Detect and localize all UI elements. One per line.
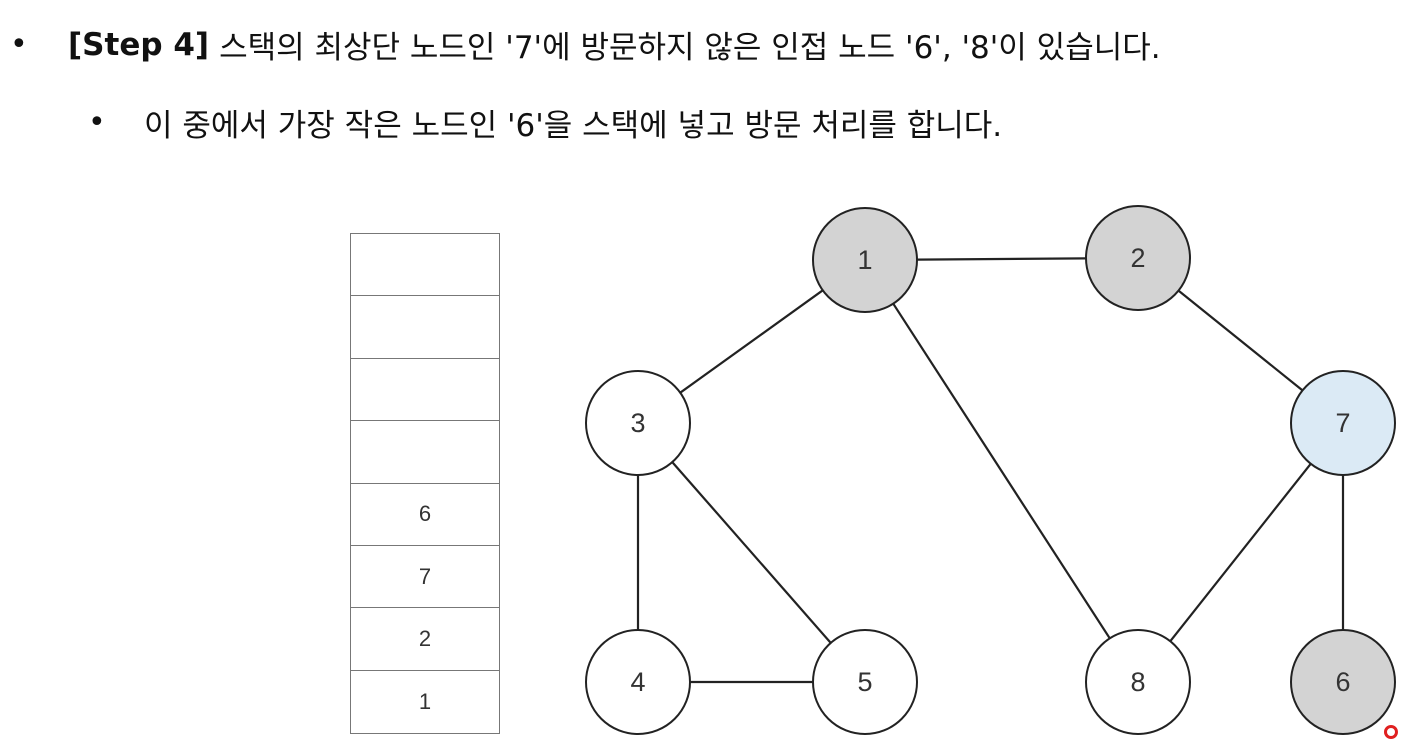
stack-cell: 7 <box>351 546 499 609</box>
node-circle <box>585 629 691 735</box>
step-label: [Step 4] <box>68 26 210 63</box>
stack-cell: 2 <box>351 608 499 671</box>
node-8: 8 <box>1085 629 1191 735</box>
node-4: 4 <box>585 629 691 735</box>
node-label: 2 <box>1130 243 1145 273</box>
edge-7-8 <box>1169 463 1312 642</box>
node-circle <box>1085 629 1191 735</box>
node-label: 3 <box>630 408 645 438</box>
node-label: 5 <box>857 667 872 697</box>
node-label: 8 <box>1130 667 1145 697</box>
edge-3-5 <box>671 461 832 644</box>
step-text: 스택의 최상단 노드인 '7'에 방문하지 않은 인접 노드 '6', '8'이… <box>219 30 1161 66</box>
edge-1-8 <box>892 303 1111 639</box>
bullet-dot: • <box>10 27 28 62</box>
node-label: 4 <box>630 667 645 697</box>
graph-edges <box>636 257 1345 684</box>
stack-cell <box>351 296 499 359</box>
node-label: 7 <box>1335 408 1350 438</box>
node-circle <box>585 370 691 476</box>
sub-bullet: • 이 중에서 가장 작은 노드인 '6'을 스택에 넣고 방문 처리를 합니다… <box>88 100 1002 145</box>
stack-cell: 6 <box>351 484 499 546</box>
edge-1-3 <box>679 289 824 394</box>
node-label: 1 <box>857 245 872 275</box>
node-1: 1 <box>812 207 918 313</box>
node-3: 3 <box>585 370 691 476</box>
bullet-dot: • <box>88 105 106 140</box>
node-2: 2 <box>1085 205 1191 311</box>
node-7: 7 <box>1290 370 1396 476</box>
edge-2-7 <box>1177 289 1304 392</box>
stack-cell <box>351 234 499 297</box>
node-5: 5 <box>812 629 918 735</box>
stack-cell: 1 <box>418 688 432 714</box>
node-circle <box>812 207 918 313</box>
node-6: 6 <box>1290 629 1396 735</box>
graph-nodes: 1 2 3 4 5 6 7 8 <box>585 205 1396 735</box>
edge-1-2 <box>916 257 1087 261</box>
node-circle <box>1085 205 1191 311</box>
node-circle <box>1290 370 1396 476</box>
node-circle <box>1290 629 1396 735</box>
stack-cell <box>351 421 499 484</box>
step-bullet: • [Step 4] 스택의 최상단 노드인 '7'에 방문하지 않은 인접 노… <box>10 22 1161 67</box>
node-circle <box>812 629 918 735</box>
stack-cell <box>351 359 499 422</box>
cursor-indicator <box>1384 725 1398 739</box>
node-label: 6 <box>1335 667 1350 697</box>
sub-text: 이 중에서 가장 작은 노드인 '6'을 스택에 넣고 방문 처리를 합니다. <box>144 108 1003 144</box>
